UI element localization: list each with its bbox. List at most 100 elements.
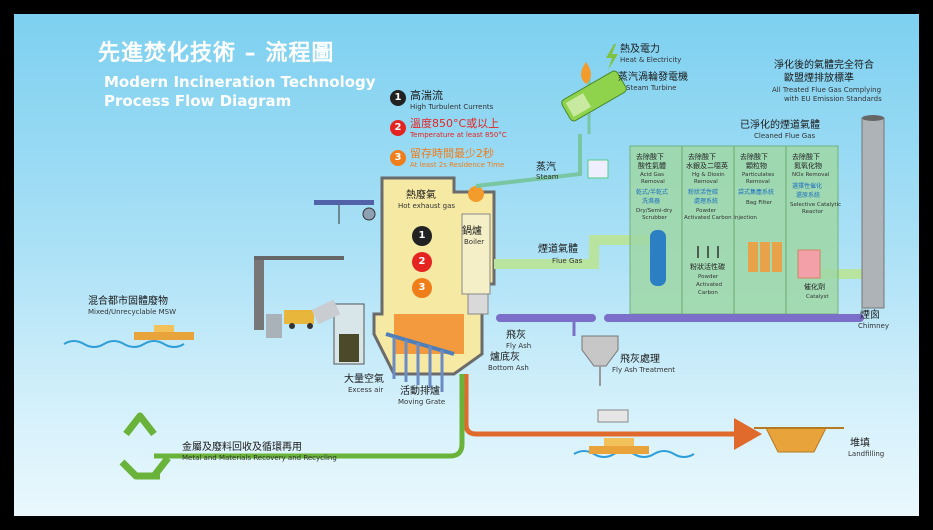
landfill: [765, 427, 827, 453]
boiler-zh: 鍋爐: [462, 226, 482, 237]
powder-arrows: [697, 246, 719, 258]
t3-en1: Particulates: [742, 172, 775, 178]
powder-en-1: Powder: [698, 274, 719, 280]
grate-zh: 活動排爐: [400, 386, 440, 397]
t1-zh2: 酸性氣體: [638, 162, 666, 170]
furnace-badge-2: 2: [412, 252, 432, 272]
steam-en: Steam: [536, 173, 559, 181]
crane-grab: [362, 207, 376, 221]
t3-en2: Removal: [746, 179, 770, 185]
crane-rail: [314, 200, 374, 205]
t1-blue2: 洗滌器: [642, 198, 661, 205]
lightning: [606, 44, 618, 70]
catalyst-en: Catalyst: [806, 294, 829, 300]
steam-zh: 蒸汽: [536, 162, 556, 173]
exhaust-zh: 熱廢氣: [406, 190, 436, 201]
t2-en1: Hg & Dioxin: [692, 172, 725, 178]
heat-en: Heat & Electricity: [620, 56, 682, 64]
powder-en-3: Carbon: [698, 290, 718, 296]
t1-en3: Dry/Semi-dry: [636, 208, 673, 214]
turbine-en: Steam Turbine: [626, 84, 677, 92]
fly-ash-conveyor-a: [496, 314, 596, 322]
powder-en-2: Activated: [696, 282, 723, 288]
catalyst-zh: 催化劑: [804, 283, 825, 291]
steam-node: [468, 186, 484, 202]
t1-en2: Removal: [641, 179, 665, 185]
t3-zh2: 顆粒物: [746, 162, 767, 170]
flue-zh: 煙道氣體: [538, 244, 578, 255]
t4-en1: NOx Removal: [792, 172, 830, 178]
title-en-line1: Modern Incineration Technology: [104, 73, 376, 91]
boiler-hopper: [467, 293, 489, 315]
msw-zh: 混合都市固體廢物: [88, 296, 168, 307]
recycle-line: [154, 374, 465, 459]
t4-zh1: 去除酸下: [792, 153, 820, 161]
flyash-treat-en: Fly Ash Treatment: [612, 366, 676, 374]
msw-en: Mixed/Unrecyclable MSW: [88, 308, 177, 316]
fly-ash-conveyor-b: [604, 314, 864, 322]
furnace-badge-3: 3: [412, 278, 432, 298]
t1-en1: Acid Gas: [640, 172, 664, 178]
process-flow-diagram: 先進焚化技術 – 流程圖 Modern Incineration Technol…: [14, 14, 919, 516]
chimney-en: Chimney: [858, 322, 889, 330]
standards-zh-2: 歐盟煙排放標準: [784, 73, 854, 84]
legend-1-en: High Turbulent Currents: [410, 103, 494, 111]
landfill-en: Landfilling: [848, 450, 885, 458]
scrubber: [650, 230, 666, 286]
barge-bottom: [589, 446, 649, 454]
excess-en: Excess air: [348, 386, 384, 394]
bag-filter: [748, 242, 782, 272]
t2-en2: Removal: [694, 179, 718, 185]
flyash-zh: 飛灰: [506, 330, 526, 341]
flue-duct: [494, 235, 654, 269]
t4-zh2: 氮氧化物: [794, 162, 822, 170]
grate-en: Moving Grate: [398, 398, 446, 406]
garbage-truck: [284, 310, 314, 324]
barge-left: [134, 332, 194, 340]
t2-zh2: 水銀及二噁英: [686, 162, 728, 170]
flyash-treat-zh: 飛灰處理: [620, 354, 660, 365]
t2-en4: Activated Carbon Injection: [684, 215, 757, 221]
t3-blue1: 袋式集塵系統: [738, 189, 775, 196]
flyash-en: Fly Ash: [506, 342, 532, 350]
legend-1-zh: 高湍流: [410, 89, 443, 102]
legend-badge-2: 2: [390, 120, 406, 136]
legend-badge-1: 1: [390, 90, 406, 106]
turbine-zh: 蒸汽渦輪發電機: [618, 72, 688, 83]
powder-zh: 粉狀活性碳: [690, 263, 725, 271]
flue-en: Flue Gas: [552, 257, 583, 265]
chimney: [861, 117, 885, 309]
recovery-en: Metal and Materials Recovery and Recycli…: [182, 454, 337, 462]
bottomash-en: Bottom Ash: [488, 364, 529, 372]
t4-blue2: 還原系統: [796, 192, 821, 199]
t3-en3: Bag Filter: [746, 200, 773, 206]
legend-2-zh: 溫度850°C或以上: [410, 117, 500, 130]
legend-3-zh: 留存時間最少2秒: [410, 147, 494, 160]
legend-badge-3: 3: [390, 150, 406, 166]
legend-2-en: Temperature at least 850°C: [410, 131, 507, 139]
t4-en3: Selective Catalytic: [790, 202, 842, 208]
ash-arrow: [734, 418, 762, 450]
bottom-ash-line: [463, 374, 744, 437]
t4-blue1: 選擇性催化: [792, 183, 823, 190]
t1-zh1: 去除酸下: [636, 153, 664, 161]
title-zh: 先進焚化技術 – 流程圖: [98, 41, 335, 66]
moving-grate: [385, 332, 455, 392]
standards-en-2: with EU Emission Standards: [784, 95, 882, 103]
treatment-panels: [629, 145, 839, 315]
heat-zh: 熱及電力: [620, 44, 660, 55]
recovery-zh: 金屬及廢料回收及循環再用: [182, 442, 302, 453]
t4-en4: Reactor: [802, 209, 824, 215]
fly-ash-silo: [581, 335, 619, 367]
chimney-zh: 煙囪: [860, 310, 880, 321]
t1-blue1: 乾式/半乾式: [636, 189, 669, 196]
excess-zh: 大量空氣: [344, 374, 384, 385]
t2-blue1: 粉狀活性碳: [688, 189, 719, 196]
steam-turbine: [561, 70, 627, 122]
standards-zh-1: 淨化後的氣體完全符合: [774, 60, 874, 71]
t2-en3: Powder: [696, 208, 717, 214]
boiler-en: Boiler: [464, 238, 485, 246]
catalytic-reactor: [797, 249, 821, 279]
title-en-line2: Process Flow Diagram: [104, 92, 292, 110]
t1-en4: Scrubber: [642, 215, 667, 221]
